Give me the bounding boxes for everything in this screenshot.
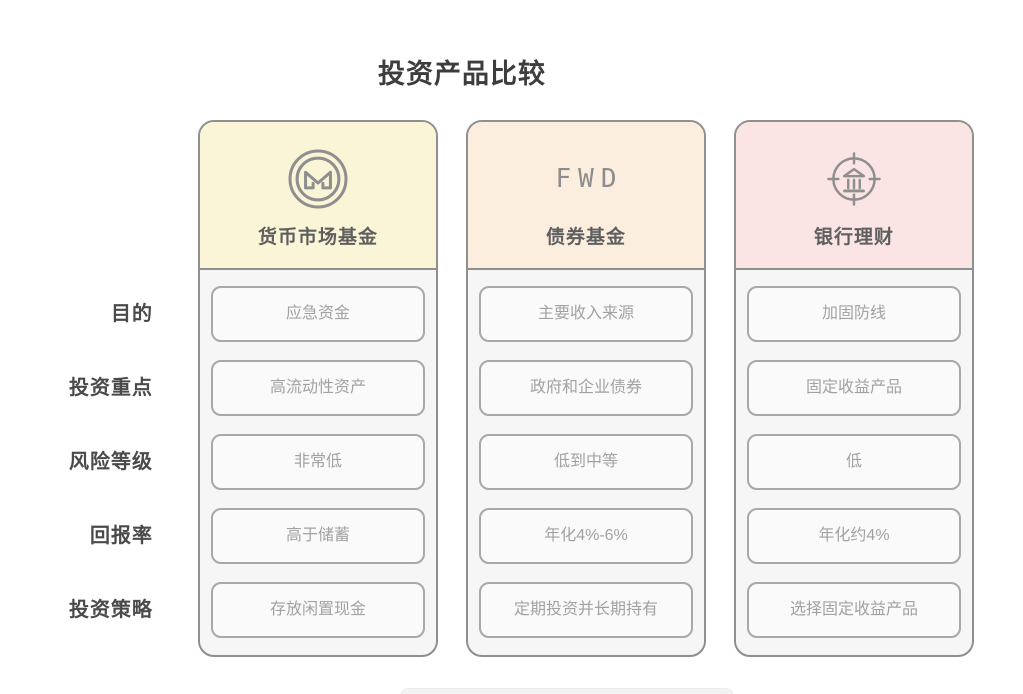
row-label-return: 回报率: [90, 525, 153, 547]
column-card-bond-fund: FWD 债券基金 主要收入来源 政府和企业债券 低到中等 年化4%-6% 定期投…: [466, 120, 706, 657]
bank-target-icon: [821, 146, 887, 212]
circle-m-icon: [286, 146, 350, 212]
cell-focus: 高流动性资产: [211, 360, 425, 416]
cutoff-box-bottom: [400, 688, 734, 694]
cell-purpose: 应急资金: [211, 286, 425, 342]
page-title: 投资产品比较: [378, 59, 546, 89]
column-card-bank-wealth: 银行理财 加固防线 固定收益产品 低 年化约4% 选择固定收益产品: [734, 120, 974, 657]
row-label-risk: 风险等级: [69, 451, 153, 473]
row-label-strategy: 投资策略: [69, 599, 153, 621]
column-card-money-market-fund: 货币市场基金 应急资金 高流动性资产 非常低 高于储蓄 存放闲置现金: [198, 120, 438, 657]
column-name: 债券基金: [545, 227, 626, 248]
cell-risk: 低到中等: [479, 434, 693, 490]
row-label-focus: 投资重点: [69, 377, 153, 399]
cell-return: 高于储蓄: [211, 508, 425, 564]
column-header-money-market-fund: 货币市场基金: [200, 122, 436, 270]
column-header-bond-fund: FWD 债券基金: [468, 122, 704, 270]
fwd-logo-text: FWD: [555, 164, 624, 194]
cell-focus: 政府和企业债券: [479, 360, 693, 416]
cell-risk: 低: [747, 434, 961, 490]
cell-purpose: 主要收入来源: [479, 286, 693, 342]
column-name: 货币市场基金: [257, 227, 378, 248]
cell-purpose: 加固防线: [747, 286, 961, 342]
cell-strategy: 存放闲置现金: [211, 582, 425, 638]
cell-risk: 非常低: [211, 434, 425, 490]
cell-strategy: 定期投资并长期持有: [479, 582, 693, 638]
cell-return: 年化约4%: [747, 508, 961, 564]
column-header-bank-wealth: 银行理财: [736, 122, 972, 270]
fwd-logo: FWD: [549, 146, 624, 212]
cell-focus: 固定收益产品: [747, 360, 961, 416]
cell-return: 年化4%-6%: [479, 508, 693, 564]
column-name: 银行理财: [813, 227, 894, 248]
row-label-purpose: 目的: [111, 303, 153, 325]
cell-strategy: 选择固定收益产品: [747, 582, 961, 638]
